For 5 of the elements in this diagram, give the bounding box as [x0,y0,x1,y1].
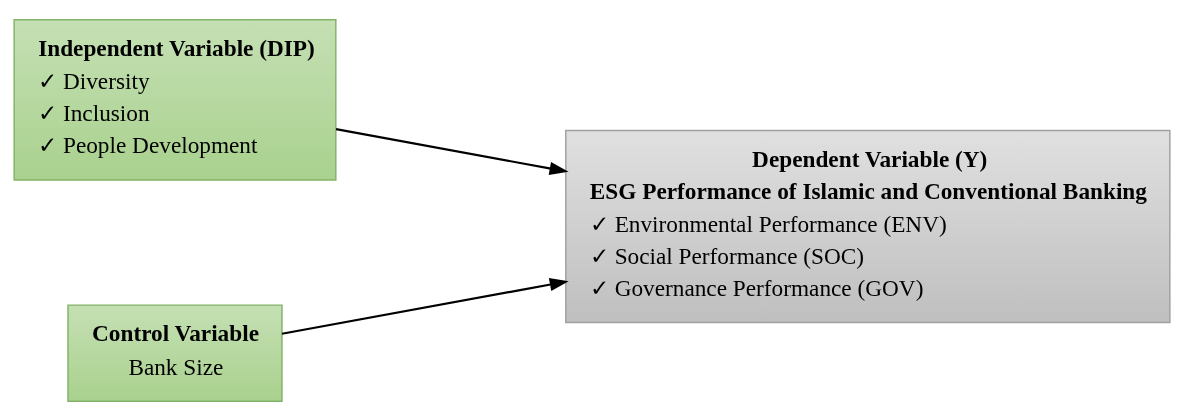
arrow [281,277,569,335]
node-box: Control Variable Bank Size [67,303,283,402]
node-box: Independent Variable (DIP) ✓ Diversity ✓ Inclusion ✓ People Development [13,18,337,181]
arrow [335,127,569,175]
node-box: Dependent Variable (Y) ESG Performance of Islamic and Conventional Banking ✓ Environmental Performance (ENV) ✓ Social Performance (SOC) ✓ Governance Performance (GOV) [565,129,1171,323]
